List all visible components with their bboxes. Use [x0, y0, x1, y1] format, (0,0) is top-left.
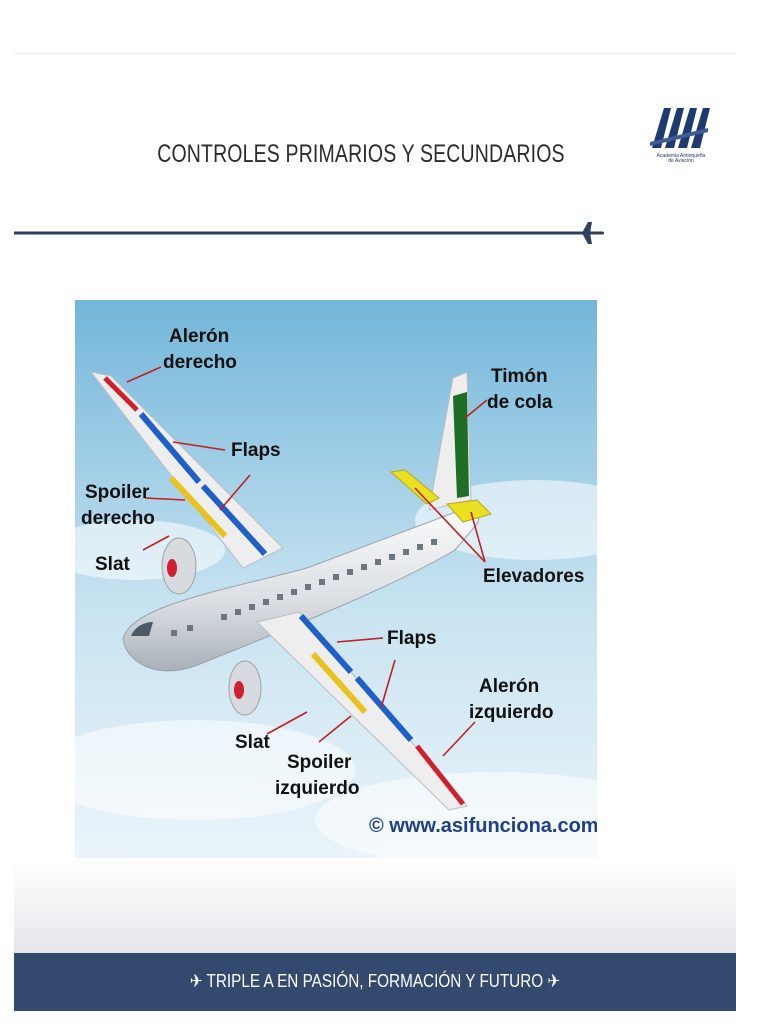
top-divider	[14, 53, 736, 54]
label-aleron-izquierdo-2: izquierdo	[469, 702, 553, 723]
bottom-fade	[14, 858, 736, 953]
left-flap-outer	[354, 676, 414, 742]
right-flap-inner	[200, 483, 268, 557]
right-aileron	[103, 376, 139, 412]
label-slat-upper: Slat	[95, 554, 131, 575]
label-flaps-upper: Flaps	[231, 440, 281, 461]
right-spoiler	[168, 475, 228, 539]
airplane-icon	[580, 222, 604, 244]
label-slat-lower: Slat	[235, 732, 271, 753]
aircraft-controls-diagram: Alerón derecho Flaps Spoiler derecho Sla…	[75, 300, 597, 858]
logo-subtitle-line-2: de Aviación	[668, 158, 694, 164]
slide-title: CONTROLES PRIMARIOS Y SECUNDARIOS	[157, 140, 565, 168]
footer-slogan: ✈ TRIPLE A EN PASIÓN, FORMACIÓN Y FUTURO…	[189, 971, 561, 991]
title-rule	[14, 222, 604, 244]
left-elevator	[446, 499, 492, 523]
right-engine	[161, 537, 197, 595]
label-flaps-lower: Flaps	[387, 628, 437, 649]
left-flap-inner	[298, 614, 354, 674]
left-aileron	[415, 744, 465, 806]
label-aleron-derecho-1: Alerón	[169, 326, 229, 347]
footer-bar: ✈ TRIPLE A EN PASIÓN, FORMACIÓN Y FUTURO…	[14, 953, 736, 1011]
label-timon-1: Timón	[491, 366, 548, 387]
rudder	[453, 392, 469, 498]
logo-subtitle-line-1: Academia Antioqueña	[656, 153, 706, 159]
label-spoiler-derecho-2: derecho	[81, 508, 155, 529]
credit-text: © www.asifunciona.com	[369, 815, 597, 837]
logo-subtitle: Academia Antioqueña de Aviación	[644, 154, 718, 164]
label-aleron-izquierdo-1: Alerón	[479, 676, 539, 697]
label-spoiler-izquierdo-2: izquierdo	[275, 778, 359, 799]
academy-logo	[650, 108, 710, 148]
label-spoiler-izquierdo-1: Spoiler	[287, 752, 352, 773]
label-spoiler-derecho-1: Spoiler	[85, 482, 150, 503]
label-aleron-derecho-2: derecho	[163, 352, 237, 373]
left-spoiler	[310, 651, 368, 715]
fuselage	[122, 508, 480, 672]
right-flap-outer	[138, 412, 202, 484]
label-elevadores: Elevadores	[483, 566, 584, 587]
right-elevator	[389, 469, 440, 505]
left-engine	[228, 660, 262, 716]
label-timon-2: de cola	[487, 392, 553, 413]
